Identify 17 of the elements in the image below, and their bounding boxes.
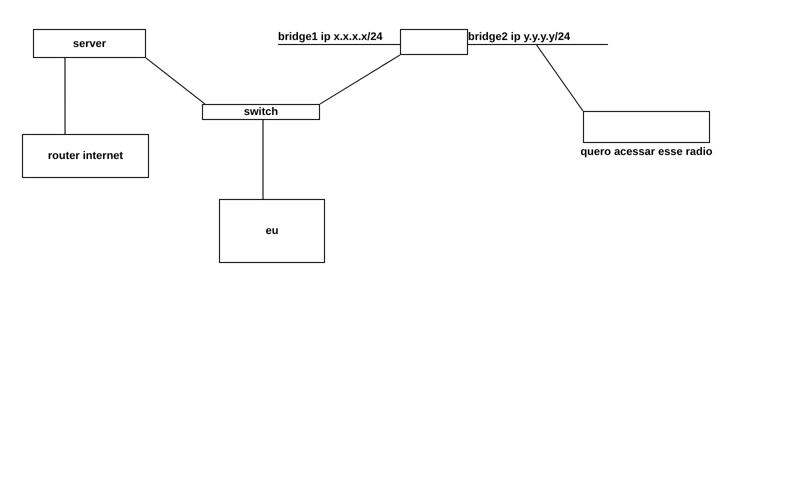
underlined-network-label: bridge2 ip y.y.y.y/24: [468, 31, 570, 44]
connector-line: [64, 58, 66, 134]
device-box: [219, 199, 325, 263]
underlined-network-label: bridge1 ip x.x.x.x/24: [278, 31, 383, 44]
device-box: [33, 29, 146, 58]
box-label: server: [72, 38, 106, 50]
connector-line: [146, 58, 206, 104]
connector-line: [536, 44, 584, 112]
empty-box: [400, 29, 468, 55]
box-label: quero acessar esse radio: [579, 146, 714, 158]
box-label: switch: [244, 106, 278, 118]
device-box: [202, 104, 320, 120]
box-label: router internet: [48, 150, 124, 162]
box-label: eu: [266, 225, 278, 237]
connector-line: [320, 54, 400, 104]
device-box: [22, 134, 149, 178]
connector-line: [262, 120, 264, 200]
